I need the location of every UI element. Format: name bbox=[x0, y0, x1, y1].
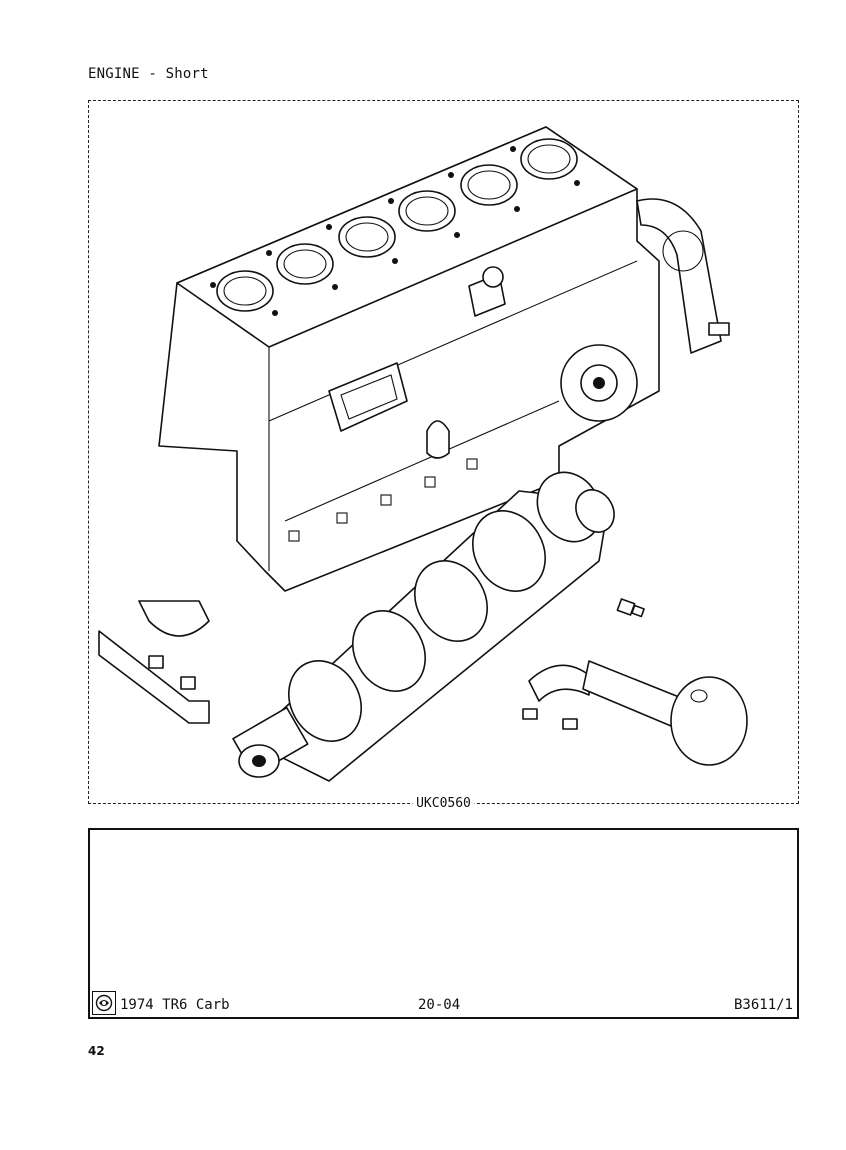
vehicle-model: 1974 TR6 Carb bbox=[120, 997, 230, 1013]
section-number: 20-04 bbox=[418, 997, 461, 1013]
illustration-frame: UKC0560 bbox=[88, 100, 799, 812]
british-leyland-logo bbox=[92, 991, 116, 1015]
publication-number: B3611/1 bbox=[733, 997, 793, 1013]
parts-list-box: 1974 TR6 Carb 20-04 B3611/1 bbox=[88, 828, 799, 1019]
cylinder-block bbox=[158, 126, 730, 592]
footer-bar: 1974 TR6 Carb 20-04 B3611/1 bbox=[92, 989, 793, 1015]
page-title: ENGINE - Short bbox=[88, 66, 209, 82]
oil-plug bbox=[616, 598, 645, 618]
page-number: 42 bbox=[88, 1044, 105, 1058]
british-leyland-logo-icon bbox=[95, 994, 113, 1012]
crankshaft bbox=[232, 471, 615, 782]
connecting-rod-and-piston bbox=[522, 660, 748, 766]
main-bearing-cap bbox=[98, 600, 210, 724]
illustration-reference-code: UKC0560 bbox=[412, 796, 475, 812]
exploded-engine-illustration bbox=[98, 126, 748, 782]
